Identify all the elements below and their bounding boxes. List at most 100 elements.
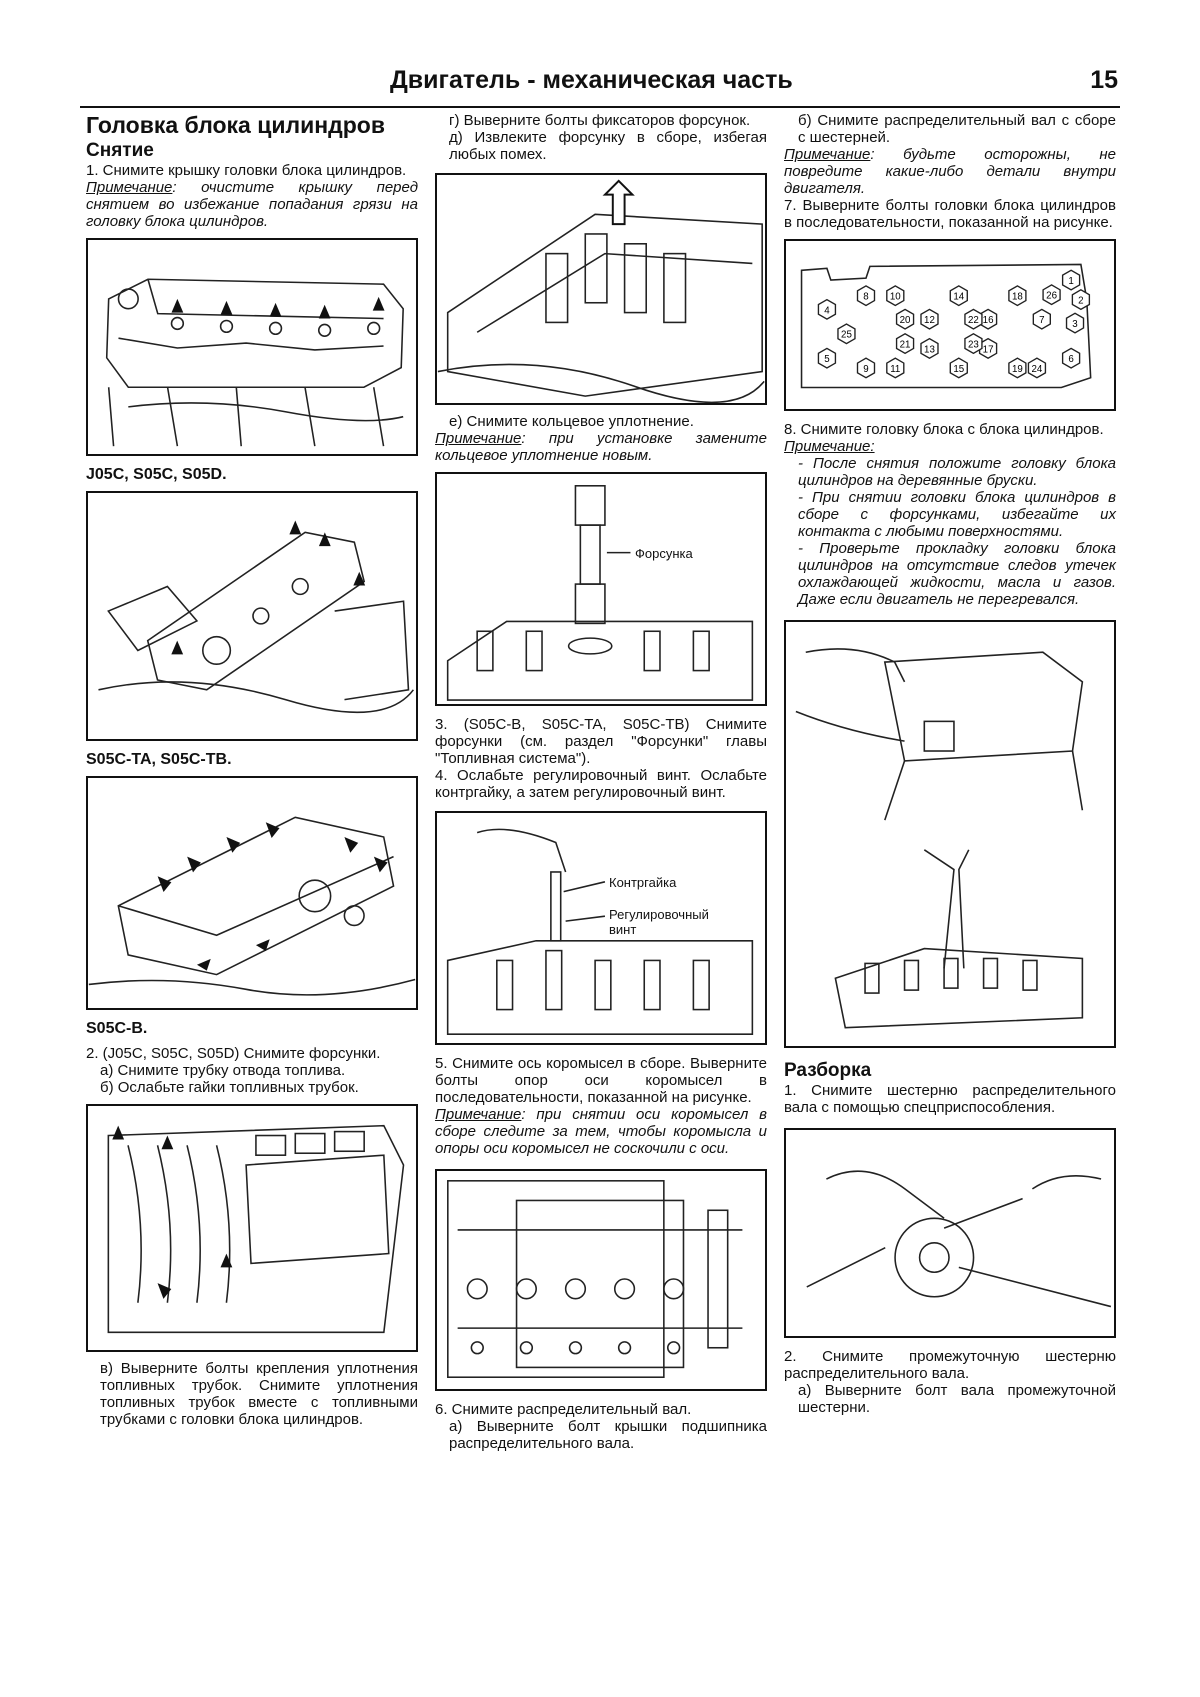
locknut-label: Контргайка [609,875,677,890]
bolt-number: 24 [1027,357,1047,379]
step-5: 5. Снимите ось коромысел в сборе. Выверн… [435,1055,767,1106]
svg-text:16: 16 [983,315,994,326]
note-label: Примечание [86,179,173,196]
step-8: 8. Снимите головку блока с блока цилиндр… [784,421,1104,438]
svg-text:7: 7 [1039,315,1044,326]
figure-caption-3: S05C-B. [86,1020,148,1037]
adjusting-screw-drawing [446,828,754,1035]
step-2v: в) Выверните болты крепления уплотнения … [100,1360,418,1428]
figure-injector: Форсунка [435,472,767,706]
note-label: Примечание [435,1106,522,1123]
figure-cover-s05c-b [86,776,418,1010]
bolt-number: 9 [856,357,876,379]
figure-camshaft-gear [784,1128,1116,1338]
bolt-number: 19 [1008,357,1027,379]
engine-cover-drawing [98,520,415,714]
disassembly-heading: Разборка [784,1060,872,1081]
step-6: 6. Снимите распределительный вал. [435,1401,692,1418]
bolt-number: 12 [920,308,939,330]
bolt-number: 5 [817,347,837,369]
bolt-number: 8 [856,285,876,307]
svg-text:3: 3 [1072,319,1077,330]
svg-text:9: 9 [863,364,868,375]
figure-rocker-shaft [435,1169,767,1391]
note-label: Примечание [435,430,522,447]
figure-cover-s05c-ta [86,491,418,741]
svg-text:18: 18 [1012,292,1023,303]
bolt-number: 11 [886,357,905,379]
figure-cover-j05c [86,238,418,456]
page-number: 15 [1090,66,1118,94]
svg-text:12: 12 [924,315,935,326]
column-middle: г) Выверните болты фиксаторов форсунок. … [435,112,767,1452]
bolt-number: 15 [949,357,968,379]
disassembly-step-1: 1. Снимите шестерню распределительного в… [784,1082,1116,1116]
injector-label: Форсунка [635,546,693,561]
step-3: 3. (S05C-B, S05C-TA, S05C-TB) Снимите фо… [435,716,767,767]
page-header: Двигатель - механическая часть 15 [80,62,1120,108]
step-2b: б) Ослабьте гайки топливных трубок. [100,1079,359,1096]
note-5-item-2: - При снятии головки блока цилиндров в с… [798,489,1116,540]
note-5-label: Примечание: [784,438,875,455]
figure-head-removal [784,620,1116,1048]
svg-text:4: 4 [824,305,830,316]
note-text: : будьте осторожны, не повредите какие-л… [784,146,1116,197]
figure-caption-2: S05C-TA, S05C-TB. [86,751,232,768]
svg-text:2: 2 [1078,296,1083,307]
svg-text:17: 17 [983,344,994,355]
figure-fuel-lines [86,1104,418,1352]
svg-text:1: 1 [1068,276,1073,287]
figure-injector-removal [435,173,767,405]
note-label: Примечание [784,146,871,163]
disassembly-step-2: 2. Снимите промежуточную шестерню распре… [784,1348,1116,1382]
bolt-number: 4 [817,298,837,320]
svg-text:22: 22 [968,315,979,326]
bolt-number: 20 [895,308,915,330]
step-4: 4. Ослабьте регулировочный винт. Ослабьт… [435,767,767,801]
note-2: Примечание: при установке замените кольц… [435,430,767,464]
head-removal-drawing [795,648,1084,1029]
svg-text:15: 15 [953,364,964,375]
svg-text:5: 5 [824,354,830,365]
note-1: Примечание: очистите крышку перед снятие… [86,179,418,230]
note-text: : при снятии оси коромысел в сборе следи… [435,1106,767,1157]
column-right: б) Снимите распределительный вал с сборе… [784,112,1116,1416]
svg-text:14: 14 [953,292,964,303]
svg-text:23: 23 [968,339,979,350]
bolt-number: 23 [964,333,983,355]
bolt-number: 25 [837,323,856,345]
rocker-shaft-drawing [447,1180,743,1379]
engine-cover-drawing [88,816,416,996]
step-2: 2. (J05C, S05C, S05D) Снимите форсунки. [86,1045,381,1062]
engine-cover-drawing [105,278,404,447]
step-6b: б) Снимите распределительный вал с сборе… [798,112,1116,146]
bolt-number: 26 [1042,284,1061,306]
note-5-item-1: - После снятия положите головку блока ци… [798,455,1116,489]
svg-text:26: 26 [1046,291,1057,302]
note-4: Примечание: будьте осторожны, не повреди… [784,146,1116,197]
section-title: Головка блока цилиндров [86,112,385,138]
svg-text:8: 8 [863,292,868,303]
bolt-number: 10 [886,285,905,307]
step-1: 1. Снимите крышку головки блока цилиндро… [86,162,407,179]
note-text: : при установке замените кольцевое уплот… [435,430,767,464]
bolt-number: 13 [920,337,939,359]
bolt-number: 22 [964,308,983,330]
svg-text:13: 13 [924,344,935,355]
svg-text:10: 10 [890,292,901,303]
bolt-number: 6 [1061,347,1081,369]
step-6a: а) Выверните болт крышки подшипника расп… [449,1418,767,1452]
adjusting-screw-label: Регулировочный винт [609,907,729,937]
svg-text:24: 24 [1032,364,1043,375]
step-e: е) Снимите кольцевое уплотнение. [449,413,694,430]
disassembly-step-2a: а) Выверните болт вала промежуточной шес… [798,1382,1116,1416]
svg-text:19: 19 [1012,364,1023,375]
note-3: Примечание: при снятии оси коромысел в с… [435,1106,767,1157]
svg-text:11: 11 [890,364,900,375]
bolt-number: 2 [1071,289,1091,311]
fuel-lines-drawing [107,1124,405,1334]
svg-text:6: 6 [1068,354,1073,365]
injector-removal-drawing [437,179,765,403]
bolt-number: 21 [895,333,915,355]
